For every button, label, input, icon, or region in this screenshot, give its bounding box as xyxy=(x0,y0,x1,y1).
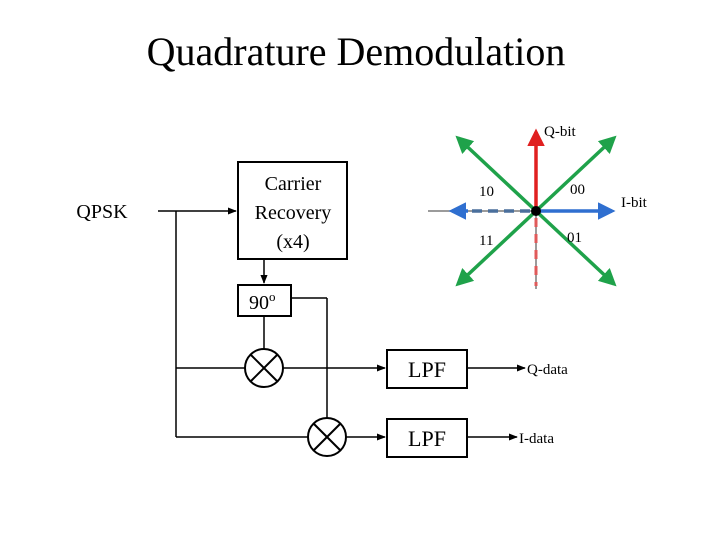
i-data-label: I-data xyxy=(519,431,554,447)
diagonal-arrow-bottom-right xyxy=(534,209,617,287)
carrier-recovery-line1: Carrier xyxy=(265,173,322,195)
q-bit-label: Q-bit xyxy=(544,124,576,140)
symbol-10-label: 10 xyxy=(479,184,494,200)
lower-mixer xyxy=(307,417,347,457)
diagonal-arrow-top-right xyxy=(534,135,617,213)
symbol-11-label: 11 xyxy=(479,233,493,249)
symbol-01-label: 01 xyxy=(567,230,582,246)
input-label: QPSK xyxy=(76,201,128,223)
page-title: Quadrature Demodulation xyxy=(147,29,566,74)
lpf-upper-label: LPF xyxy=(408,357,446,382)
lpf-lower-box xyxy=(386,418,468,458)
carrier-recovery-box xyxy=(237,161,348,260)
origin-dot xyxy=(531,206,541,216)
lpf-upper-box xyxy=(386,349,468,389)
constellation-diagram: Q-bit I-bit 10 00 11 01 xyxy=(428,124,648,289)
carrier-recovery-line2: Recovery xyxy=(255,202,332,224)
diagonal-arrow-top-left xyxy=(455,135,538,213)
i-bit-label: I-bit xyxy=(621,195,648,211)
lpf-lower-label: LPF xyxy=(408,426,446,451)
upper-mixer xyxy=(244,348,284,388)
q-data-label: Q-data xyxy=(527,362,568,378)
symbol-00-label: 00 xyxy=(570,182,585,198)
phase-shift-label: 90o xyxy=(249,289,276,314)
diagonal-arrow-bottom-left xyxy=(455,209,538,287)
carrier-recovery-line3: (x4) xyxy=(276,231,309,253)
